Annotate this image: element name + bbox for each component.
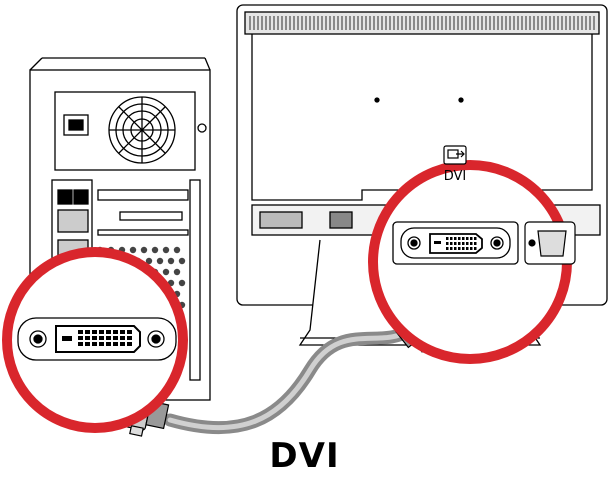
connector-pin xyxy=(99,330,104,334)
connector-pin xyxy=(434,241,441,244)
connector-pin xyxy=(62,336,72,341)
connector-pin xyxy=(106,330,111,334)
connector-pin xyxy=(458,237,461,240)
connector-pin xyxy=(92,330,97,334)
connector-pin xyxy=(466,247,469,250)
connector-pin xyxy=(113,336,118,340)
dvi-port-icon xyxy=(392,221,519,265)
connector-pin xyxy=(127,330,132,334)
connector-pin xyxy=(113,330,118,334)
connector-pin xyxy=(470,242,473,245)
vga-port-icon xyxy=(524,221,576,265)
connector-pin xyxy=(470,247,473,250)
connector-pin xyxy=(450,247,453,250)
connector-pin xyxy=(106,336,111,340)
connector-pin xyxy=(446,247,449,250)
connector-pin xyxy=(78,330,83,334)
connector-pin xyxy=(92,336,97,340)
connector-pin xyxy=(99,342,104,346)
connector-pin xyxy=(474,237,477,240)
connector-pin xyxy=(454,237,457,240)
connector-pin xyxy=(106,342,111,346)
thumb-screw xyxy=(197,123,207,133)
connector-pin xyxy=(85,342,90,346)
connector-pin xyxy=(466,242,469,245)
connector-pin xyxy=(462,242,465,245)
connector-pin xyxy=(127,342,132,346)
fan-icon xyxy=(108,96,176,164)
dvi-port-icon xyxy=(443,145,467,165)
connector-pin xyxy=(127,336,132,340)
connector-pin xyxy=(470,237,473,240)
vent-hole xyxy=(145,257,153,265)
connector-pin xyxy=(85,330,90,334)
vent-hole xyxy=(178,257,186,265)
connector-pin xyxy=(78,342,83,346)
vent-hole xyxy=(151,246,159,254)
computer-port-zoom xyxy=(2,247,188,433)
connector-pin xyxy=(454,247,457,250)
connector-pin xyxy=(99,336,104,340)
diagram-caption: DVI xyxy=(269,436,340,476)
connector-pin xyxy=(120,330,125,334)
connector-pin xyxy=(458,247,461,250)
monitor-port-label: DVI xyxy=(444,169,467,184)
connector-pin xyxy=(446,242,449,245)
power-socket-icon xyxy=(63,114,89,136)
connector-pin xyxy=(458,242,461,245)
connector-pin xyxy=(462,237,465,240)
vent-hole xyxy=(178,279,186,287)
connector-pin xyxy=(474,242,477,245)
connector-pin xyxy=(78,336,83,340)
connector-pin xyxy=(454,242,457,245)
connector-pin xyxy=(450,237,453,240)
connector-pin xyxy=(92,342,97,346)
vent-hole xyxy=(173,246,181,254)
vent-hole xyxy=(140,246,148,254)
vent-hole xyxy=(129,246,137,254)
connector-pin xyxy=(446,237,449,240)
vent-hole xyxy=(162,246,170,254)
connector-pin xyxy=(466,237,469,240)
connector-pin xyxy=(113,342,118,346)
connector-pin xyxy=(462,247,465,250)
vent-hole xyxy=(162,268,170,276)
connector-pin xyxy=(474,247,477,250)
connector-pin xyxy=(450,242,453,245)
vent-hole xyxy=(156,257,164,265)
connector-pin xyxy=(120,342,125,346)
vent-hole xyxy=(167,257,175,265)
connector-pin xyxy=(85,336,90,340)
dvi-port-icon xyxy=(17,317,177,361)
connector-pin xyxy=(120,336,125,340)
monitor-port-zoom: DVI xyxy=(368,145,576,364)
vent-hole xyxy=(173,268,181,276)
